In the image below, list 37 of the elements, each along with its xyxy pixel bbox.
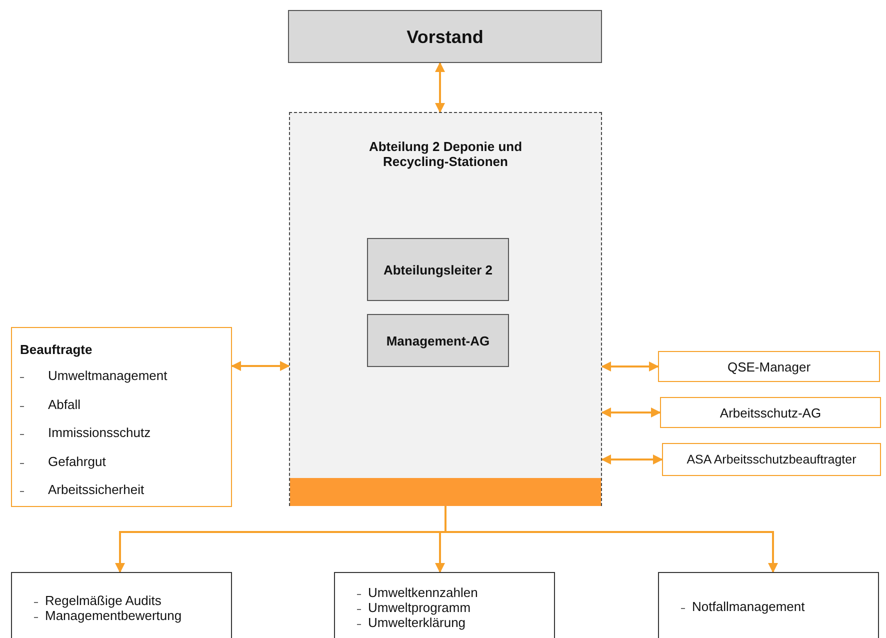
- role-box: [662, 443, 881, 476]
- list-item: Umweltkennzahlen: [368, 585, 478, 600]
- org-unit-box: [367, 314, 509, 367]
- connector-arrow: [601, 408, 661, 418]
- department-container: [289, 112, 602, 506]
- list-item: Umwelterklärung: [368, 615, 466, 630]
- list-heading: Beauftragte: [20, 342, 92, 357]
- list-item: Abfall: [48, 396, 81, 412]
- connector-arrow: [444, 505, 778, 573]
- box-label: QSE-Manager: [726, 359, 812, 374]
- connector-arrow: [601, 362, 659, 372]
- box-label: Abteilungsleiter 2: [382, 262, 494, 277]
- list-item: Managementbewertung: [45, 608, 182, 623]
- org-unit-box: [367, 238, 509, 301]
- list-item: Notfallmanagement: [692, 599, 805, 614]
- list-item: Regelmäßige Audits: [45, 593, 162, 608]
- department-title: Abteilung 2 Deponie und Recycling-Stationen: [368, 139, 524, 169]
- box-label: Vorstand: [406, 26, 484, 46]
- list-item: Umweltprogramm: [368, 600, 471, 615]
- connector-arrow: [601, 454, 663, 464]
- list-item: Immissionsschutz: [48, 425, 151, 440]
- connector-arrow: [231, 361, 290, 371]
- connector-arrow: [435, 62, 445, 113]
- list-item: Umweltmanagement: [48, 368, 168, 383]
- box-label: Management-AG: [385, 333, 491, 348]
- role-box: [658, 351, 880, 382]
- box-label: ASA Arbeitsschutzbeauftragter: [686, 452, 858, 467]
- role-box: [660, 397, 881, 428]
- list-item: Gefahrgut: [48, 454, 106, 468]
- box-label: Arbeitsschutz-AG: [718, 405, 822, 420]
- list-box: [334, 572, 555, 638]
- list-item: Arbeitssicherheit: [48, 482, 144, 497]
- list-box: [11, 572, 232, 638]
- org-unit-box: [288, 10, 602, 63]
- list-box: [11, 327, 232, 507]
- department-bar: [290, 478, 601, 506]
- list-box: [658, 572, 879, 638]
